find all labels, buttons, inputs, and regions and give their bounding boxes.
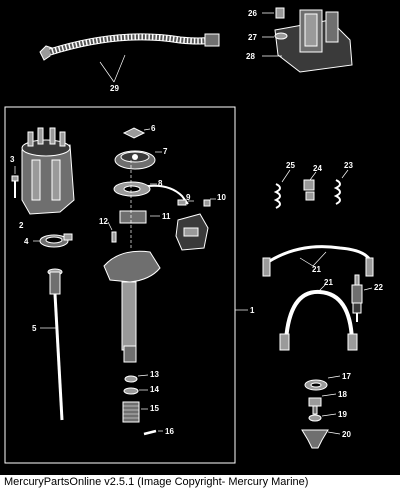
screw-10 xyxy=(203,198,216,207)
distributor-group-border xyxy=(4,106,236,464)
wiring-harness xyxy=(39,33,220,83)
bolt-18 xyxy=(308,393,337,415)
connector-9 xyxy=(177,199,194,206)
callout-22: 22 xyxy=(374,283,383,292)
callout-15: 15 xyxy=(150,404,159,413)
distributor-cap xyxy=(21,127,75,215)
callout-24: 24 xyxy=(313,164,322,173)
callout-26: 26 xyxy=(248,9,257,18)
callout-9: 9 xyxy=(186,193,191,202)
washer-19 xyxy=(308,413,337,422)
shaft-5 xyxy=(40,268,64,421)
spark-plug-22 xyxy=(351,274,373,322)
image-caption: MercuryPartsOnline v2.5.1 (Image Copyrig… xyxy=(4,476,309,488)
clip-24 xyxy=(303,171,317,201)
callout-17: 17 xyxy=(342,372,351,381)
rotor-7 xyxy=(114,150,162,170)
roll-pin-16 xyxy=(143,429,163,436)
callout-21b: 21 xyxy=(324,278,333,287)
callout-23: 23 xyxy=(344,161,353,170)
callout-7: 7 xyxy=(163,147,168,156)
callout-5: 5 xyxy=(32,324,37,333)
clamp-20 xyxy=(301,429,341,449)
callout-20: 20 xyxy=(342,430,351,439)
callout-25: 25 xyxy=(286,161,295,170)
callout-4: 4 xyxy=(24,237,29,246)
pickup-coil-8 xyxy=(113,181,189,205)
ignition-module-assembly xyxy=(262,7,353,73)
screw-3 xyxy=(11,166,19,198)
washer-13 xyxy=(124,374,149,383)
callout-18: 18 xyxy=(338,390,347,399)
washer-14 xyxy=(123,387,148,395)
callout-21a: 21 xyxy=(312,265,321,274)
gasket-6 xyxy=(122,127,151,139)
callout-1: 1 xyxy=(250,306,255,315)
callout-28: 28 xyxy=(246,52,255,61)
distributor-housing xyxy=(103,160,161,363)
parts-diagram: 29 26 27 28 1 2 3 4 xyxy=(4,7,383,464)
clamp-4 xyxy=(33,233,73,248)
callout-27: 27 xyxy=(248,33,257,42)
clip-25 xyxy=(273,169,291,209)
callout-12: 12 xyxy=(99,217,108,226)
callout-6: 6 xyxy=(151,124,156,133)
callout-14: 14 xyxy=(150,385,159,394)
spark-plug-wire-21 xyxy=(262,245,374,351)
clip-23 xyxy=(333,169,349,205)
callout-8: 8 xyxy=(158,179,163,188)
gear-15 xyxy=(122,401,148,423)
callout-13: 13 xyxy=(150,370,159,379)
ignition-module-11 xyxy=(119,210,209,251)
washer-17 xyxy=(304,375,341,391)
callout-29: 29 xyxy=(110,84,119,93)
callout-10: 10 xyxy=(217,193,226,202)
callout-16: 16 xyxy=(165,427,174,436)
caption-bar: MercuryPartsOnline v2.5.1 (Image Copyrig… xyxy=(0,475,400,491)
callout-19: 19 xyxy=(338,410,347,419)
pin-12 xyxy=(107,221,117,243)
callout-11: 11 xyxy=(162,212,171,221)
callout-3: 3 xyxy=(10,155,15,164)
callout-2: 2 xyxy=(19,221,24,230)
